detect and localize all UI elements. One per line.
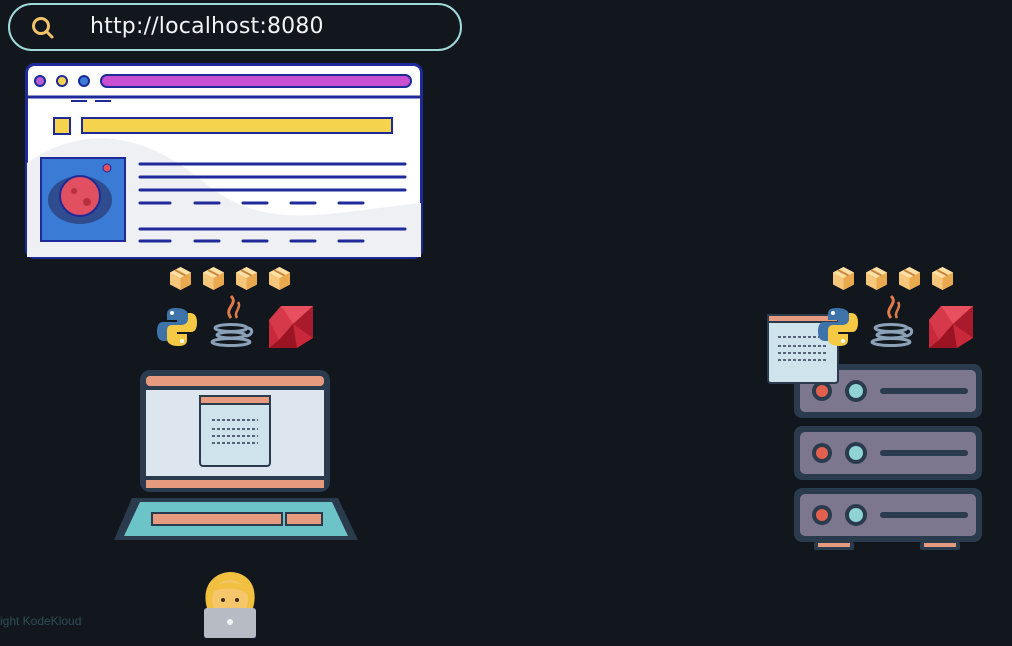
address-bar[interactable]: http://localhost:8080 [8, 3, 462, 51]
java-icon [870, 294, 914, 347]
server-unit [794, 426, 982, 480]
python-icon [818, 308, 858, 346]
search-icon [32, 17, 54, 39]
ruby-icon [269, 306, 313, 348]
server-rack-icon [794, 364, 982, 550]
package-icon [833, 267, 854, 290]
ruby-icon [929, 306, 973, 348]
laptop-icon [114, 370, 358, 540]
package-icon [866, 267, 887, 290]
package-icon [269, 267, 290, 290]
window-dot-icon [78, 75, 90, 87]
url-bar-shape [81, 117, 393, 134]
server-unit [794, 364, 982, 418]
python-icon [157, 308, 197, 346]
package-icon [899, 267, 920, 290]
window-dot-icon [34, 75, 46, 87]
window-dot-icon [56, 75, 68, 87]
package-icon [236, 267, 257, 290]
package-icon [203, 267, 224, 290]
code-window-icon [199, 395, 271, 467]
browser-window [25, 63, 423, 259]
tab-bar [100, 74, 412, 88]
url-text: http://localhost:8080 [90, 14, 324, 39]
server-packages [831, 266, 955, 291]
package-icon [170, 267, 191, 290]
package-icon [932, 267, 953, 290]
planet-image-icon [40, 157, 126, 242]
copyright-watermark: right KodeKloud [0, 614, 82, 628]
client-packages [168, 266, 292, 291]
server-unit [794, 488, 982, 542]
developer-avatar-icon [204, 572, 256, 638]
java-icon [210, 294, 254, 347]
